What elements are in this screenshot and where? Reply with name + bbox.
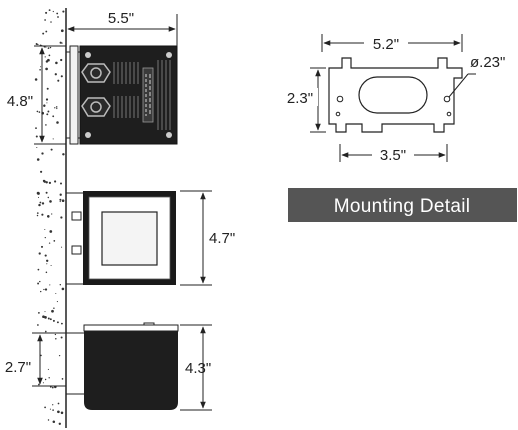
front-height-label: 4.7": [209, 230, 235, 247]
wall-hatch-icon: [34, 8, 67, 428]
bracket-height-label: 2.3": [287, 90, 313, 107]
side-height-label: 4.3": [185, 360, 211, 377]
fixture-side-view-icon: [66, 322, 179, 410]
dimension-bracket-height: 2.3": [284, 67, 326, 133]
bracket-spacing-label: 3.5": [380, 147, 406, 164]
dimension-front-height: 4.7": [180, 190, 235, 286]
mounting-bracket-icon: [328, 57, 463, 133]
top-width-label: 5.5": [108, 10, 134, 27]
mounting-detail-badge: Mounting Detail: [288, 188, 517, 222]
dimension-side-offset: 2.7": [5, 332, 66, 387]
top-height-label: 4.8": [7, 93, 33, 110]
dimension-bracket-width: 5.2": [321, 34, 463, 53]
dimension-bracket-spacing: 3.5": [339, 144, 448, 164]
mounting-detail-label: Mounting Detail: [334, 196, 471, 217]
side-offset-label: 2.7": [5, 359, 31, 376]
dimension-side-height: 4.3": [180, 324, 212, 411]
dimension-top-height: 4.8": [7, 45, 66, 145]
bracket-hole-label: ø.23": [470, 54, 505, 71]
fixture-front-view-icon: [66, 191, 176, 285]
dimension-bracket-hole: ø.23": [448, 54, 505, 98]
fixture-top-view-icon: [66, 45, 178, 145]
bracket-width-label: 5.2": [373, 36, 399, 53]
dimension-top-width: 5.5": [65, 10, 178, 46]
